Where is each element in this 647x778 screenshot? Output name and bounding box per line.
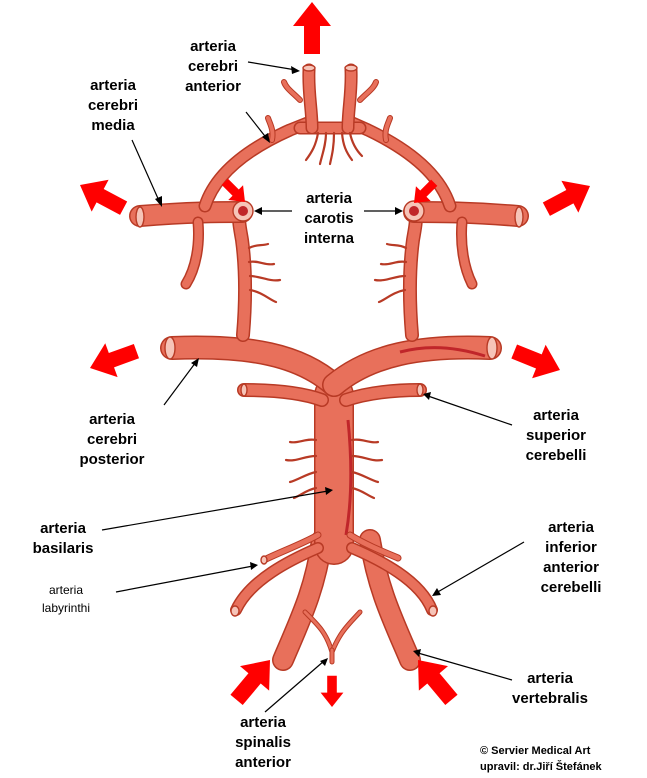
left-anterior-arch [198,115,317,213]
svg-text:anterior: anterior [185,78,241,95]
arrow-up-left-icon [71,169,133,225]
arrow-left-icon [83,334,143,385]
svg-text:anterior: anterior [235,754,291,771]
label-labyrinthi: arteria labyrinthi [42,583,90,615]
svg-text:arteria: arteria [240,714,287,731]
label-superior-cerebelli: arteria superior cerebelli [526,407,587,464]
svg-text:carotis: carotis [304,210,353,227]
flow-arrows [71,2,599,713]
right-internal-carotid-section [403,200,425,222]
credit-line-1: © Servier Medical Art [480,745,591,757]
svg-text:inferior: inferior [545,539,597,556]
label-carotis-interna: arteria carotis interna [304,190,355,247]
credits: © Servier Medical Art upravil: dr.Jiří Š… [480,745,603,773]
svg-text:labyrinthi: labyrinthi [42,601,90,615]
pcom-perforators [247,242,408,304]
credit-line-2: upravil: dr.Jiří Štefánek [480,760,603,773]
svg-text:spinalis: spinalis [235,734,291,751]
svg-text:arteria: arteria [548,519,595,536]
basilar-perforators [284,438,384,500]
svg-text:arteria: arteria [306,190,353,207]
right-anterior-arch [343,115,457,213]
arrow-up-icon [293,2,331,54]
label-inferior-anterior-cerebelli: arteria inferior anterior cerebelli [541,519,602,596]
svg-text:arteria: arteria [190,38,237,55]
svg-text:vertebralis: vertebralis [512,690,588,707]
anterior-perforators [304,131,364,166]
svg-text:arteria: arteria [49,583,83,597]
label-cerebri-anterior: arteria cerebri anterior [185,38,241,95]
svg-text:cerebelli: cerebelli [541,579,602,596]
svg-text:arteria: arteria [533,407,580,424]
svg-text:arteria: arteria [89,411,136,428]
label-cerebri-media: arteria cerebri media [88,77,138,134]
svg-text:basilaris: basilaris [33,540,94,557]
svg-text:arteria: arteria [40,520,87,537]
left-internal-carotid-section [232,200,254,222]
svg-text:arteria: arteria [90,77,137,94]
label-cerebri-posterior: arteria cerebri posterior [79,411,144,468]
svg-text:media: media [91,117,135,134]
svg-text:cerebri: cerebri [88,97,138,114]
leader-lines [101,61,525,713]
label-spinalis-anterior: arteria spinalis anterior [235,714,291,771]
svg-text:superior: superior [526,427,586,444]
svg-text:posterior: posterior [79,451,144,468]
arrow-down-icon [320,675,344,707]
label-vertebralis: arteria vertebralis [512,670,588,707]
label-basilaris: arteria basilaris [33,520,94,557]
svg-text:cerebri: cerebri [87,431,137,448]
svg-text:cerebri: cerebri [188,58,238,75]
arteries [129,63,529,671]
svg-text:arteria: arteria [527,670,574,687]
arrow-up-right-icon [537,170,599,226]
svg-text:cerebelli: cerebelli [526,447,587,464]
svg-text:anterior: anterior [543,559,599,576]
arrow-right-icon [507,334,567,387]
svg-text:interna: interna [304,230,355,247]
